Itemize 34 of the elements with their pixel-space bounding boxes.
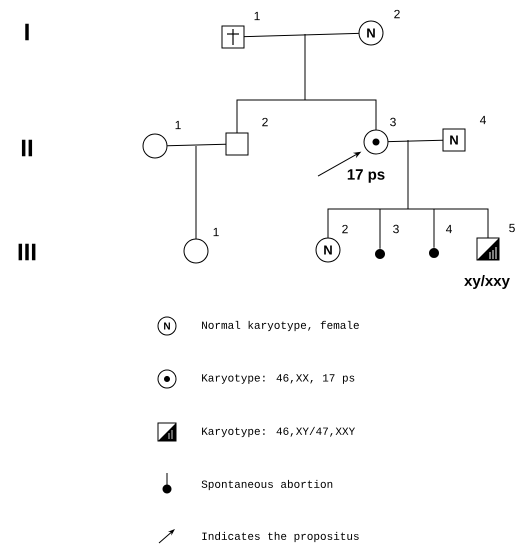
individual-number: 1 (254, 12, 260, 20)
female-symbol (184, 238, 208, 264)
legend-text: Spontaneous abortion (202, 480, 332, 490)
abortion-symbol (429, 248, 439, 258)
individual-number: 5 (509, 224, 515, 232)
individual-number: 3 (390, 118, 396, 126)
individual-number: 2 (262, 118, 268, 126)
male-symbol (222, 26, 244, 48)
individual-number: 1 (176, 120, 181, 130)
legend-text: Karyotype: 46,XY/47,XXY (202, 426, 355, 438)
legend-text: Normal karyotype, female (202, 320, 359, 332)
individual-number: 2 (342, 224, 348, 234)
individual-number: 3 (393, 224, 399, 234)
annotation: 17 ps (348, 169, 385, 183)
generation-label: I (25, 24, 29, 40)
marriage-line (388, 140, 443, 142)
annotation: xy/xxy (464, 275, 510, 289)
marriage-line (244, 32, 359, 38)
individual-number: 2 (394, 10, 400, 18)
descent-line (408, 140, 488, 238)
female-symbol (364, 130, 388, 154)
generation-label: II (22, 140, 32, 156)
abortion-symbol (375, 249, 385, 259)
generation-label: III (18, 244, 36, 260)
individual-number: 4 (480, 116, 486, 124)
individual-number: 4 (446, 224, 452, 234)
legend-text: Indicates the propositus (202, 532, 359, 542)
individual-number: 1 (214, 228, 219, 236)
male-symbol (226, 132, 248, 156)
male-symbol (476, 238, 500, 260)
female-symbol (142, 134, 168, 158)
legend-text: Karyotype: 46,XX, 17 ps (202, 374, 354, 384)
marriage-line (167, 144, 226, 146)
descent-line (304, 34, 376, 130)
